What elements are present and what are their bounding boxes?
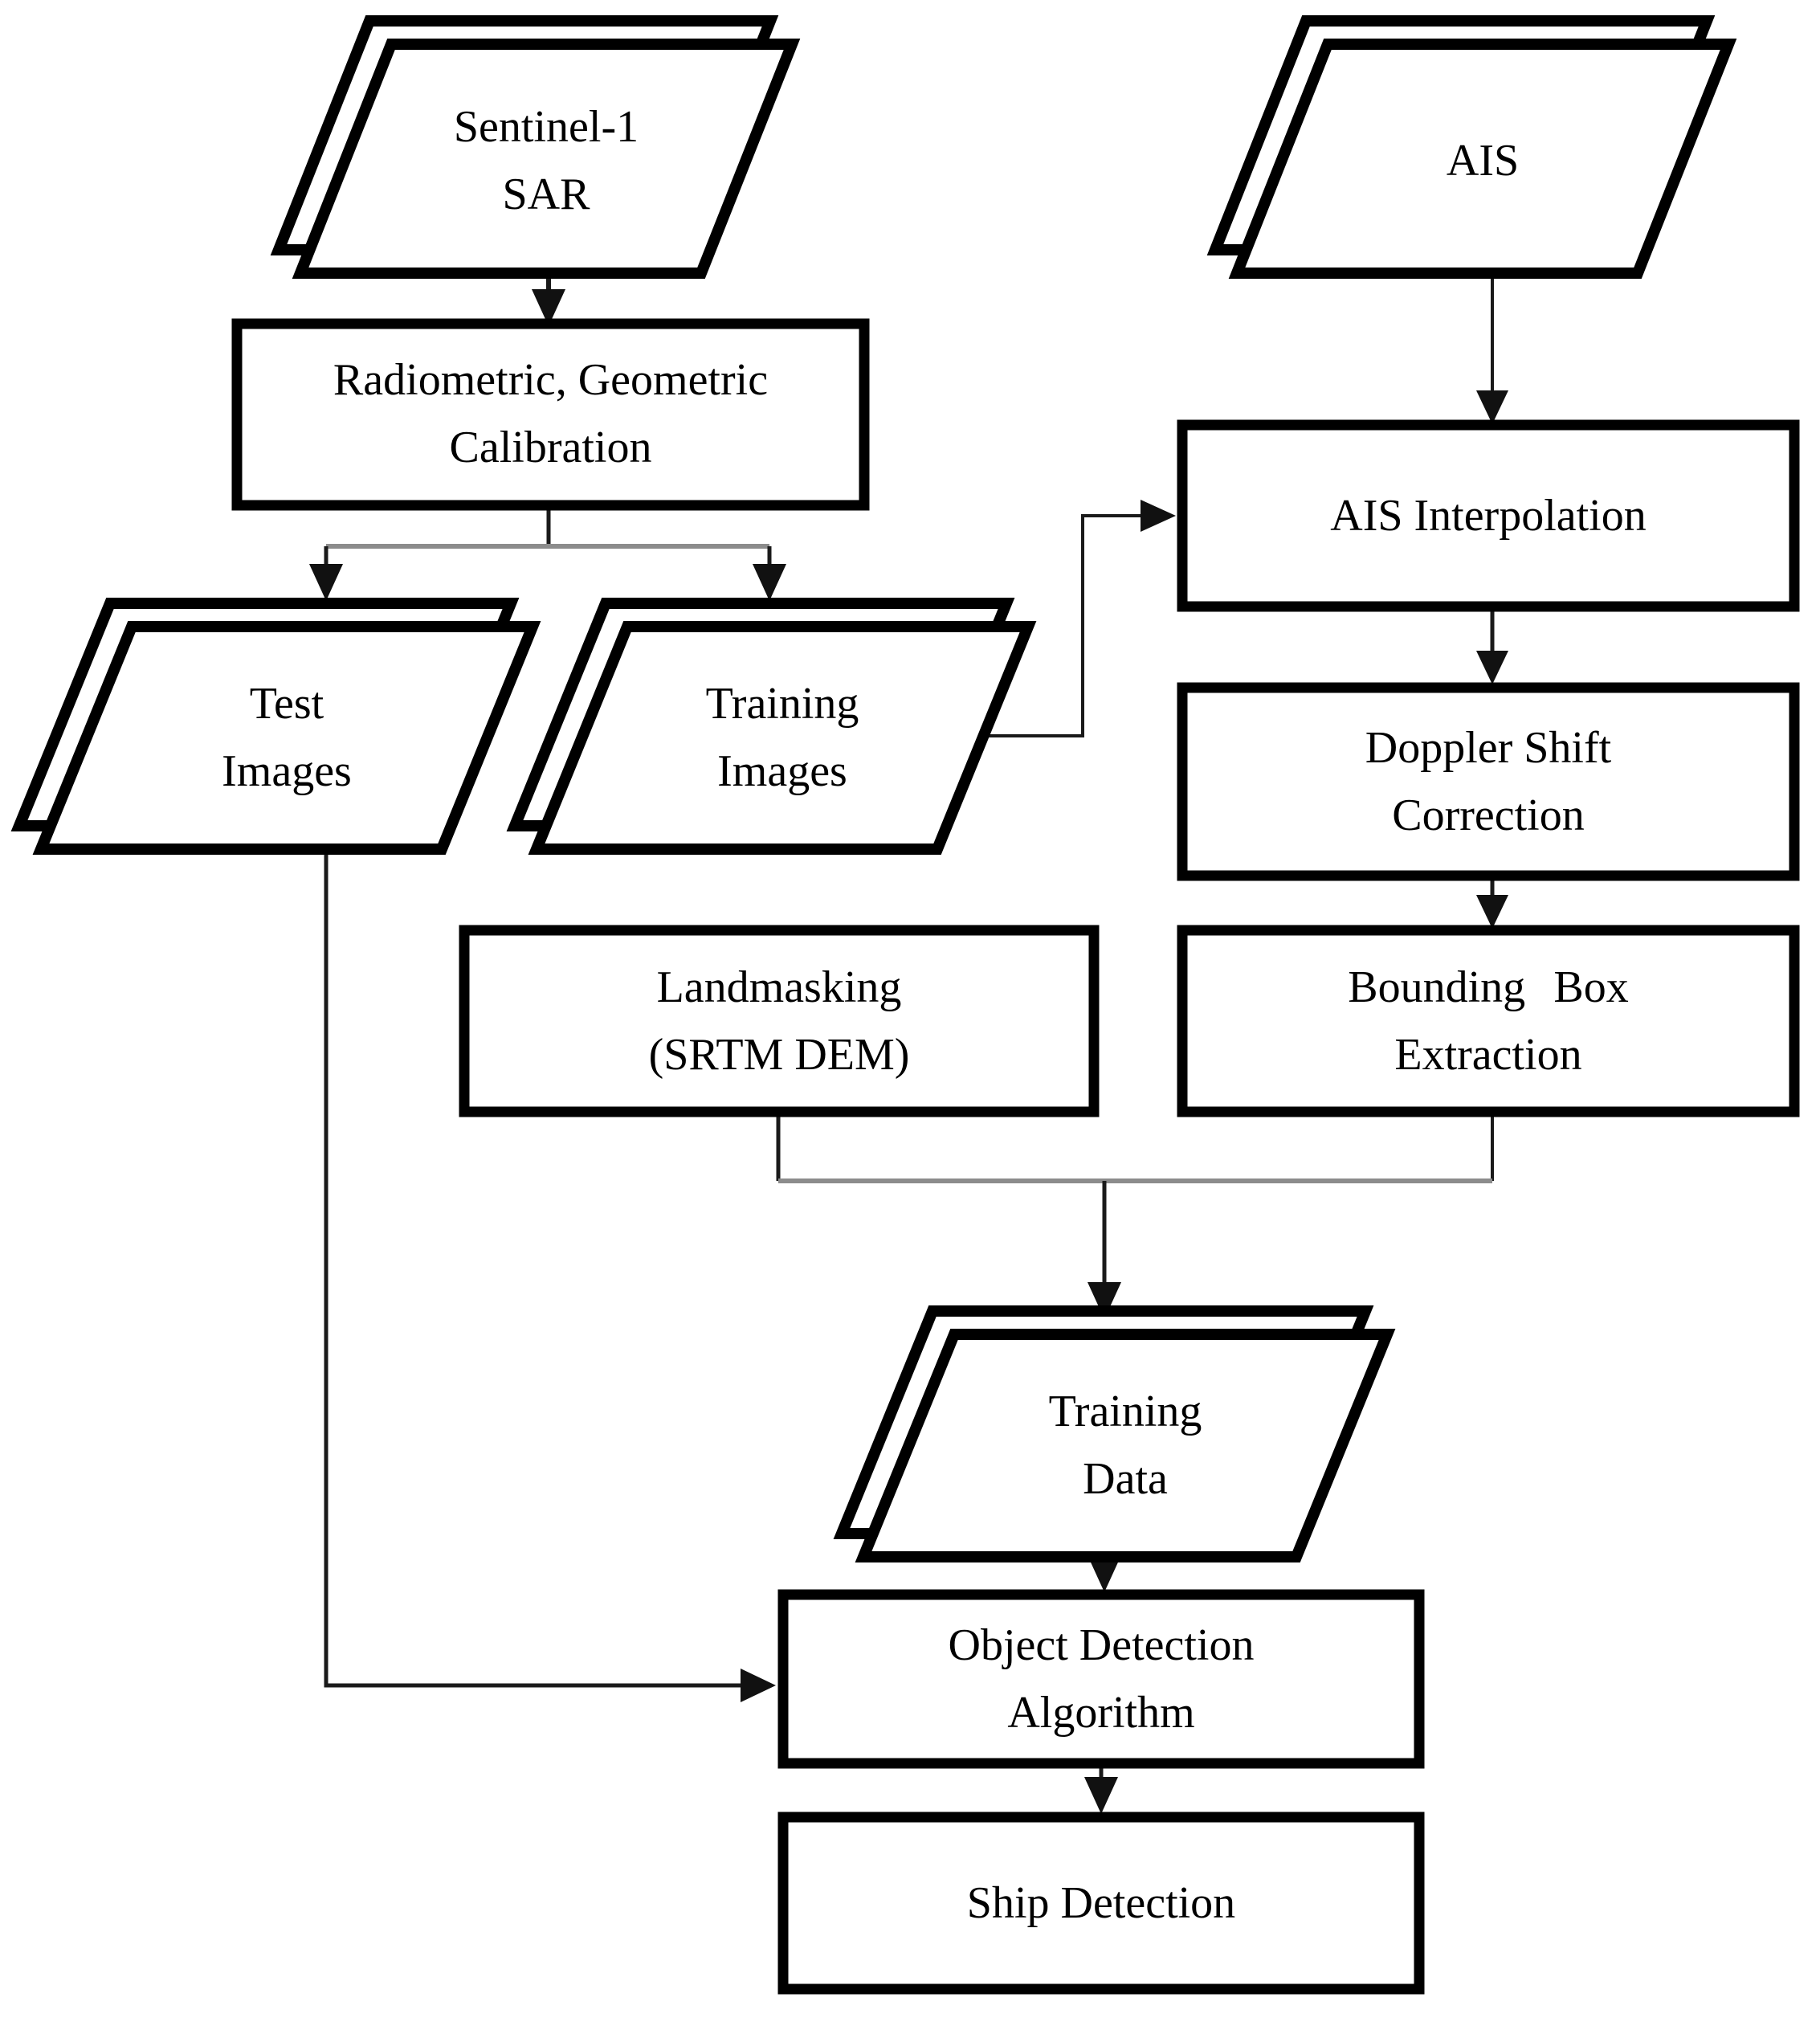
- edge-merge-to-training-data: [776, 1112, 1494, 1319]
- edge-test-images-to-object-detection: [324, 849, 776, 1702]
- node-test-images-shape: [10, 598, 541, 855]
- node-bounding-box-box: [1177, 925, 1800, 1117]
- edge-calibration-split: [309, 505, 786, 601]
- node-ais-interpolation-box: [1177, 419, 1800, 612]
- edge-doppler-to-boundingbox: [1476, 876, 1508, 929]
- node-sentinel-sar-shape: [270, 15, 801, 279]
- node-ais-shape: [1206, 15, 1737, 279]
- node-object-detection-box: [777, 1589, 1425, 1769]
- edge-object-detection-to-ship-detection: [1084, 1763, 1118, 1814]
- edge-sar-to-calibration: [532, 272, 565, 326]
- edge-training-images-to-interpolation: [986, 500, 1176, 737]
- node-training-images-shape: [506, 598, 1037, 855]
- edge-interpolation-to-doppler: [1476, 607, 1508, 684]
- node-landmasking-box: [459, 925, 1100, 1117]
- node-ship-detection-box: [777, 1812, 1425, 1995]
- node-training-data-shape: [833, 1305, 1396, 1562]
- edge-ais-to-interpolation: [1476, 273, 1508, 424]
- node-doppler-shift-box: [1177, 682, 1800, 881]
- node-calibration-box: [231, 318, 870, 511]
